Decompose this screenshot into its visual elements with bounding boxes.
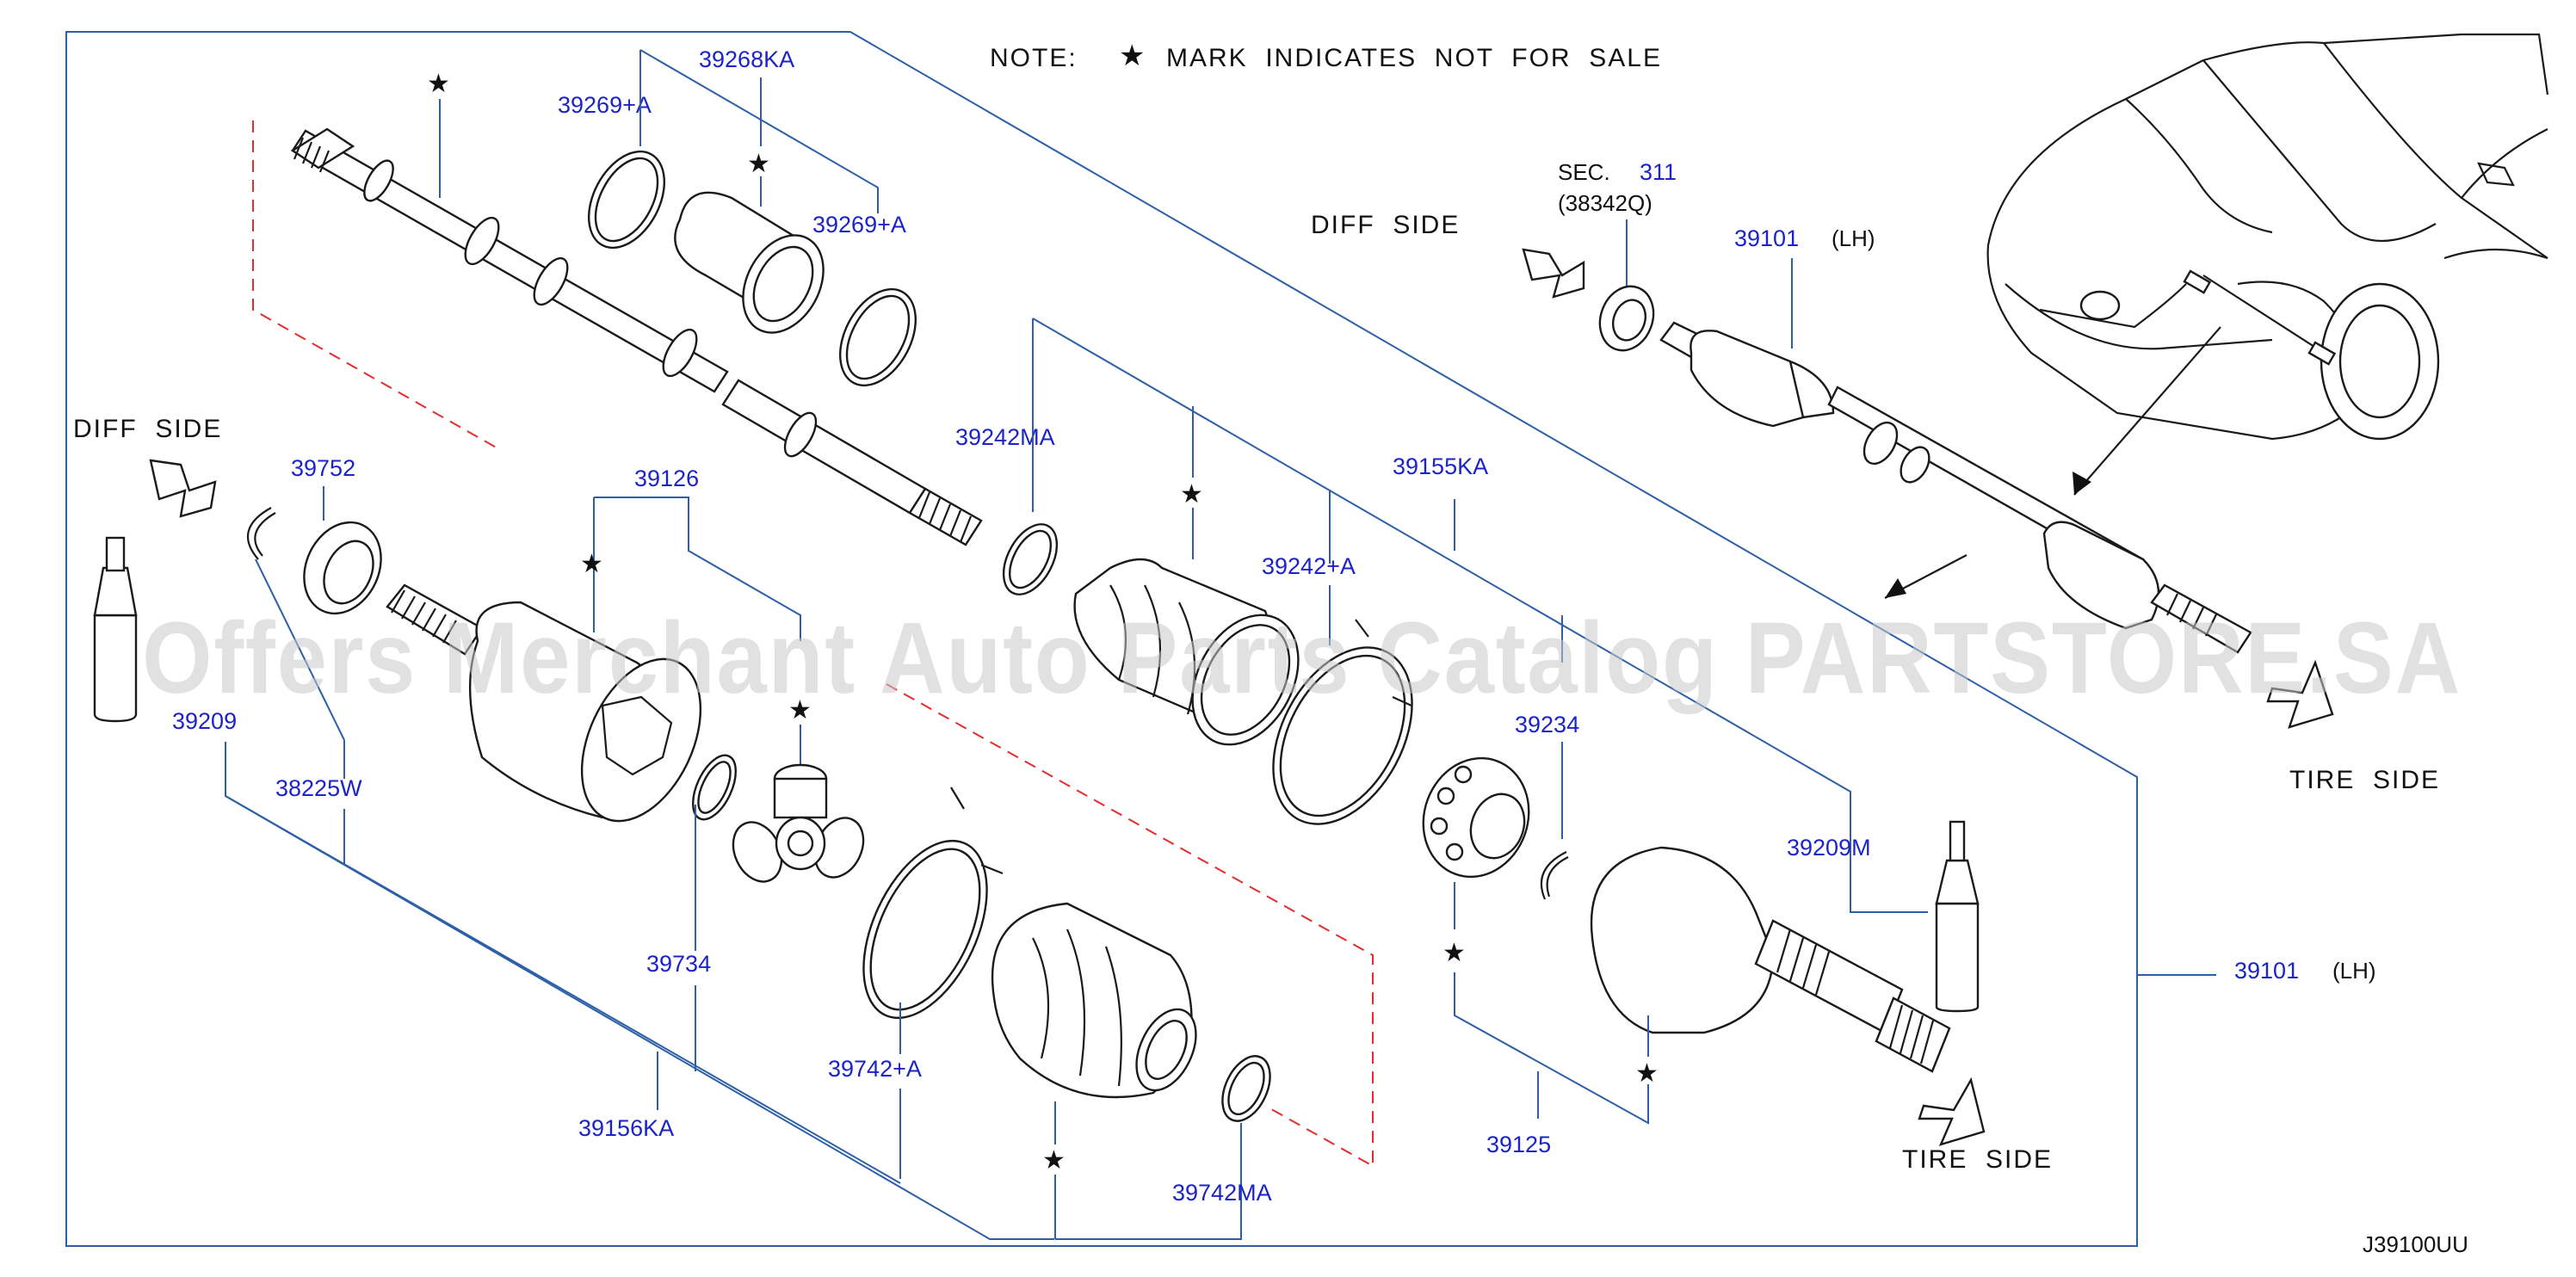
seal-38342Q — [1598, 285, 1655, 352]
part-number-39752[interactable]: 39752 — [291, 455, 355, 481]
part-number-39155KA[interactable]: 39155KA — [1393, 453, 1488, 479]
not-for-sale-star-boot-upper: ★ — [747, 150, 770, 178]
section-part-number: (38342Q) — [1558, 190, 1652, 216]
inner-joint-housing-39126 — [386, 583, 702, 823]
part-number-39269A-upper[interactable]: 39269+A — [558, 92, 652, 118]
diff-side-arrow-left — [149, 459, 217, 518]
note-prefix: NOTE: — [990, 44, 1078, 72]
part-number-39126[interactable]: 39126 — [634, 466, 699, 491]
tire-side-arrow-lower — [1918, 1077, 1986, 1146]
boot-39268KA — [674, 191, 825, 334]
location-arrows — [1884, 326, 2221, 599]
assembly-side-lh: (LH) — [2332, 958, 2376, 984]
part-number-39125[interactable]: 39125 — [1486, 1132, 1551, 1157]
part-number-39734[interactable]: 39734 — [646, 951, 711, 977]
note-star-icon: ★ — [1119, 40, 1145, 72]
circlip-38225W — [246, 507, 276, 560]
part-number-39156KA[interactable]: 39156KA — [578, 1115, 674, 1141]
outer-cv-joint — [1590, 846, 1951, 1073]
ball-cage-39234 — [1422, 756, 1530, 879]
grease-tube-39209 — [93, 536, 138, 723]
section-label: SEC. — [1558, 159, 1610, 185]
phantom-line-shaft — [252, 120, 500, 450]
tire-side-arrow-upper — [2266, 659, 2334, 729]
spider-tripod — [732, 763, 865, 883]
diff-side-label-left: DIFF SIDE — [73, 415, 222, 443]
part-number-39742A[interactable]: 39742+A — [828, 1056, 922, 1082]
part-number-38225W[interactable]: 38225W — [275, 775, 362, 801]
part-number-39742MA[interactable]: 39742MA — [1172, 1180, 1272, 1206]
not-for-sale-star-tripod: ★ — [788, 696, 812, 725]
diagram-code: J39100UU — [2363, 1231, 2468, 1257]
part-number-39268KA[interactable]: 39268KA — [699, 46, 794, 72]
boot-band-39242MA — [1002, 523, 1059, 595]
seal-39752 — [303, 521, 382, 615]
part-number-39101-upper[interactable]: 39101 — [1734, 225, 1799, 251]
snap-ring-39734 — [692, 754, 737, 821]
part-number-39101-assembly[interactable]: 39101 — [2234, 958, 2299, 984]
boot-band-39242A — [1272, 619, 1413, 825]
not-for-sale-star-joint-right: ★ — [1635, 1059, 1659, 1088]
part-number-39209M[interactable]: 39209M — [1787, 835, 1871, 861]
tire-side-label-lower: TIRE SIDE — [1902, 1145, 2053, 1174]
boot-band-39742MA — [1221, 1055, 1271, 1122]
vehicle-front-illustration — [1986, 33, 2549, 441]
not-for-sale-star-joint-left: ★ — [1442, 939, 1466, 967]
boot-band-39269-lower — [838, 287, 917, 387]
phantom-line-boot — [886, 683, 1374, 1168]
not-for-sale-star-boot-mid: ★ — [1180, 480, 1203, 509]
diff-side-label-upper: DIFF SIDE — [1311, 211, 1460, 239]
part-number-39209[interactable]: 39209 — [172, 708, 237, 734]
axle-shaft — [290, 127, 983, 546]
watermark: Offers Merchant Auto Parts Catalog PARTS… — [142, 601, 2462, 715]
tire-side-label-upper: TIRE SIDE — [2289, 766, 2440, 794]
outer-boot-39241 — [1073, 558, 1300, 746]
assembly-side-lh-upper: (LH) — [1832, 225, 1875, 251]
section-number[interactable]: 311 — [1640, 159, 1677, 185]
grease-tube-39209M — [1935, 820, 1980, 1013]
part-number-39242A[interactable]: 39242+A — [1262, 553, 1356, 579]
drive-shaft-assembly-39101 — [1659, 321, 2252, 654]
not-for-sale-star-boot-lower: ★ — [1042, 1146, 1066, 1175]
boot-band-39742A — [862, 787, 1004, 1020]
part-number-39242MA[interactable]: 39242MA — [955, 424, 1055, 450]
not-for-sale-star-shaft: ★ — [427, 70, 450, 98]
not-for-sale-star-housing: ★ — [580, 550, 603, 578]
assembly-frame — [65, 31, 2138, 1247]
part-number-39234[interactable]: 39234 — [1515, 712, 1579, 737]
note-text: MARK INDICATES NOT FOR SALE — [1166, 44, 1662, 72]
boot-band-39269-upper — [587, 150, 666, 250]
part-number-39269A-right[interactable]: 39269+A — [812, 212, 906, 238]
diff-side-arrow-upper — [1522, 248, 1585, 299]
inner-boot-39741 — [991, 902, 1197, 1099]
circlip-39125 — [1540, 851, 1569, 900]
